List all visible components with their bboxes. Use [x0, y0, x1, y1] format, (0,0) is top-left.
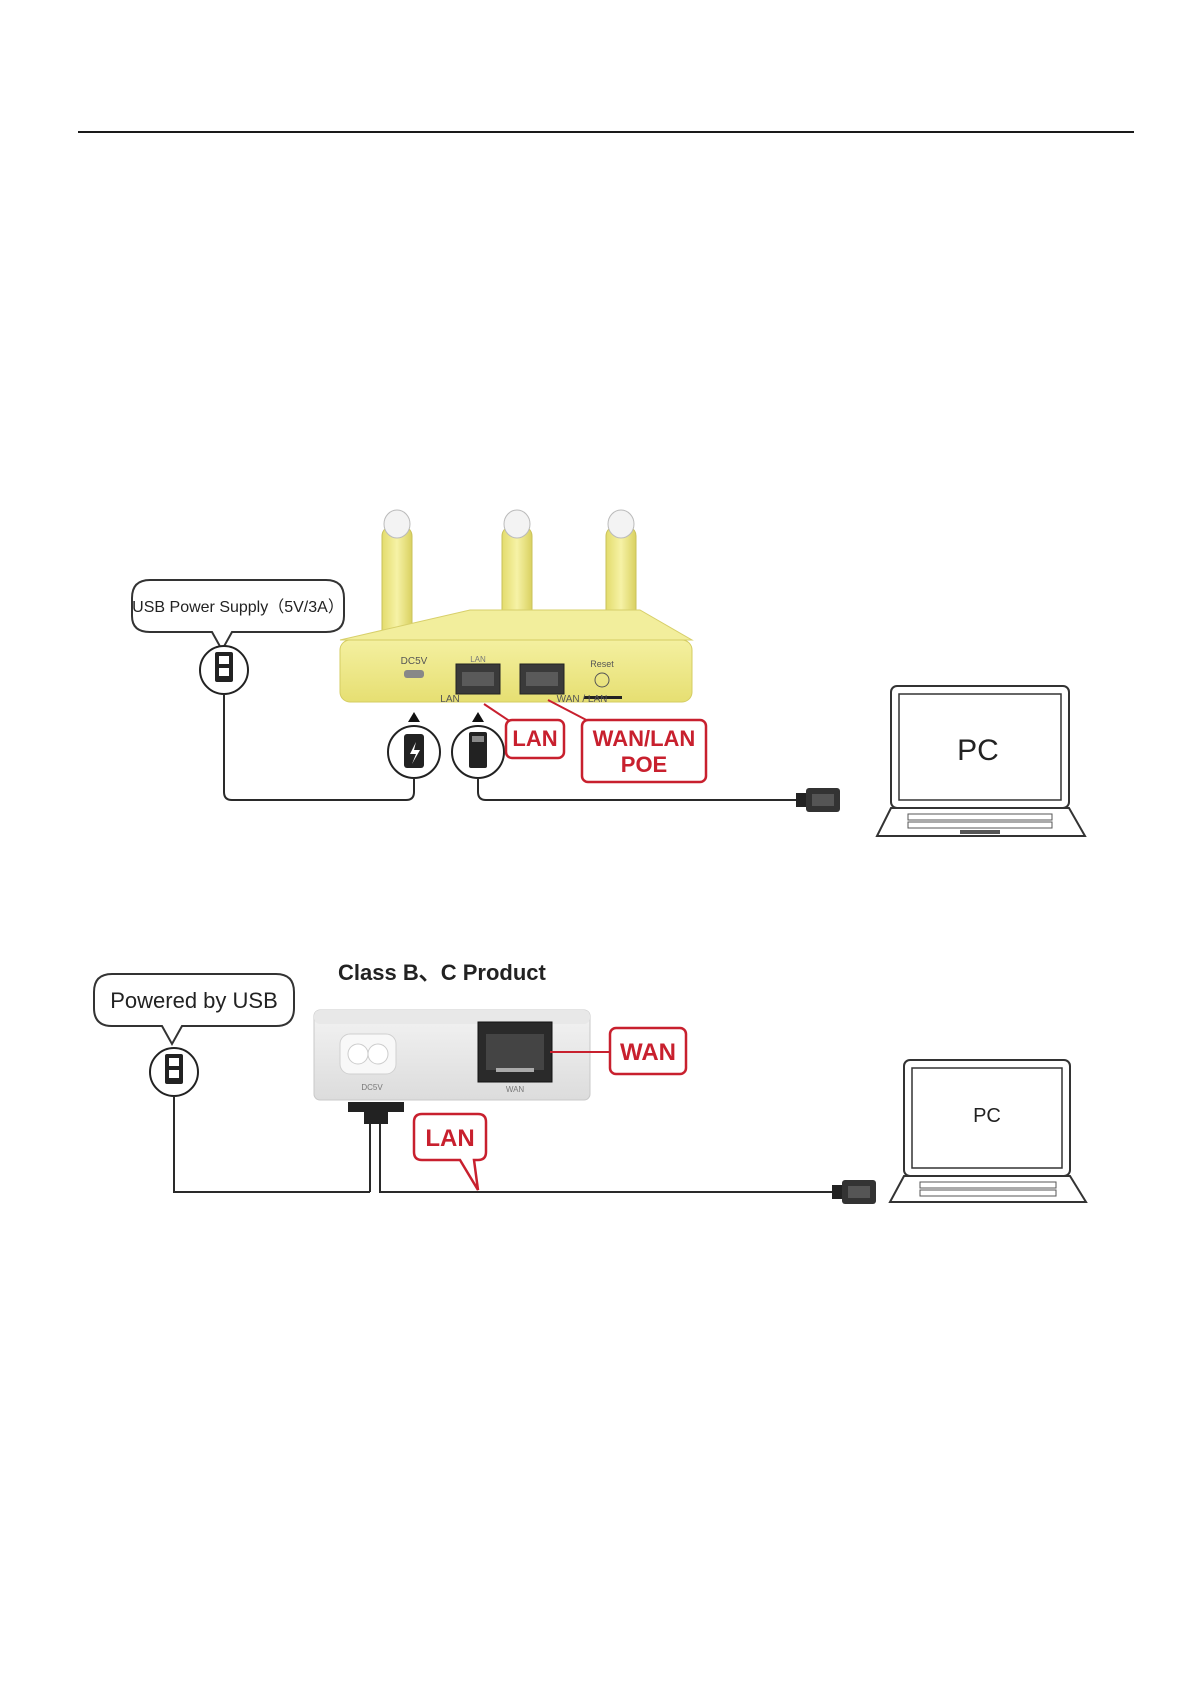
wanlan-tag-line1: WAN/LAN [593, 726, 696, 751]
dc5v-port-label: DC5V [401, 656, 428, 667]
usb-a-plug-icon-2 [150, 1048, 198, 1096]
rj45-plug-icon [452, 712, 504, 778]
diagram-1: DC5V LAN Reset LAN WAN / LAN USB Power S… [132, 510, 1085, 836]
usb-c-plug-icon [388, 712, 440, 778]
pc-label-2: PC [973, 1105, 1001, 1127]
pc-laptop-icon: PC [877, 686, 1085, 836]
lan-tag-label: LAN [512, 726, 557, 751]
powered-by-usb-callout: Powered by USB [94, 974, 294, 1044]
device-dc5v-label: DC5V [361, 1083, 383, 1092]
pc-label-1: PC [957, 734, 999, 767]
dc-plug-icon [348, 1102, 404, 1124]
usb-a-plug-icon [200, 646, 248, 694]
lan-tag-2: LAN [414, 1114, 486, 1190]
lan-tag-2-label: LAN [425, 1125, 474, 1152]
dc-port [404, 670, 424, 678]
wanlan-poe-tag: WAN/LAN POE [548, 700, 706, 782]
lan-port-label: LAN [440, 694, 459, 705]
pc-rj45-connector-2 [832, 1180, 876, 1204]
lan-port-top-label: LAN [470, 655, 486, 664]
wan-tag-label: WAN [620, 1039, 676, 1066]
class-bc-title: Class B、C Product [338, 960, 546, 985]
device-wan-label: WAN [506, 1085, 525, 1094]
pc-laptop-icon-2: PC [890, 1060, 1086, 1202]
usb-power-callout: USB Power Supply（5V/3A） [132, 580, 344, 650]
class-bc-device: DC5V WAN [314, 1010, 590, 1100]
reset-label: Reset [590, 659, 614, 669]
pc-rj45-connector [796, 788, 840, 812]
powered-by-usb-label: Powered by USB [110, 988, 278, 1013]
usb-power-supply-label: USB Power Supply（5V/3A） [132, 598, 344, 616]
wanlan-tag-line2: POE [621, 752, 667, 777]
wanlan-port-label: WAN / LAN [557, 694, 608, 705]
cables-2 [174, 1096, 836, 1192]
diagram-2: Class B、C Product Powered by USB DC5V WA… [94, 960, 1086, 1204]
